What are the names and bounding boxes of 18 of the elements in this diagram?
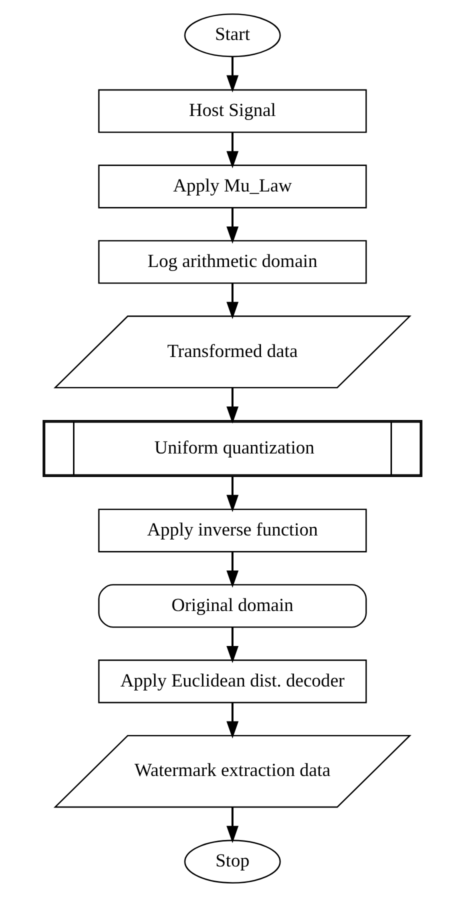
node-box: Original domain bbox=[98, 584, 367, 628]
arrow bbox=[226, 552, 239, 588]
arrow bbox=[226, 702, 239, 738]
arrow bbox=[226, 476, 239, 512]
node-box: Apply inverse function bbox=[98, 508, 367, 552]
arrow bbox=[226, 627, 239, 664]
arrow bbox=[226, 57, 239, 93]
arrow bbox=[226, 388, 239, 424]
arrow bbox=[226, 807, 239, 844]
node-box: Apply Mu_Law bbox=[98, 164, 367, 208]
node-ellipse: Stop bbox=[184, 840, 281, 884]
node-box: Log arithmetic domain bbox=[98, 240, 367, 284]
arrow bbox=[226, 284, 239, 320]
arrow bbox=[226, 132, 239, 168]
node-ellipse: Start bbox=[184, 13, 281, 58]
arrow bbox=[226, 208, 239, 244]
node-box: Apply Euclidean dist. decoder bbox=[98, 660, 367, 704]
node-box: Host Signal bbox=[98, 89, 367, 133]
